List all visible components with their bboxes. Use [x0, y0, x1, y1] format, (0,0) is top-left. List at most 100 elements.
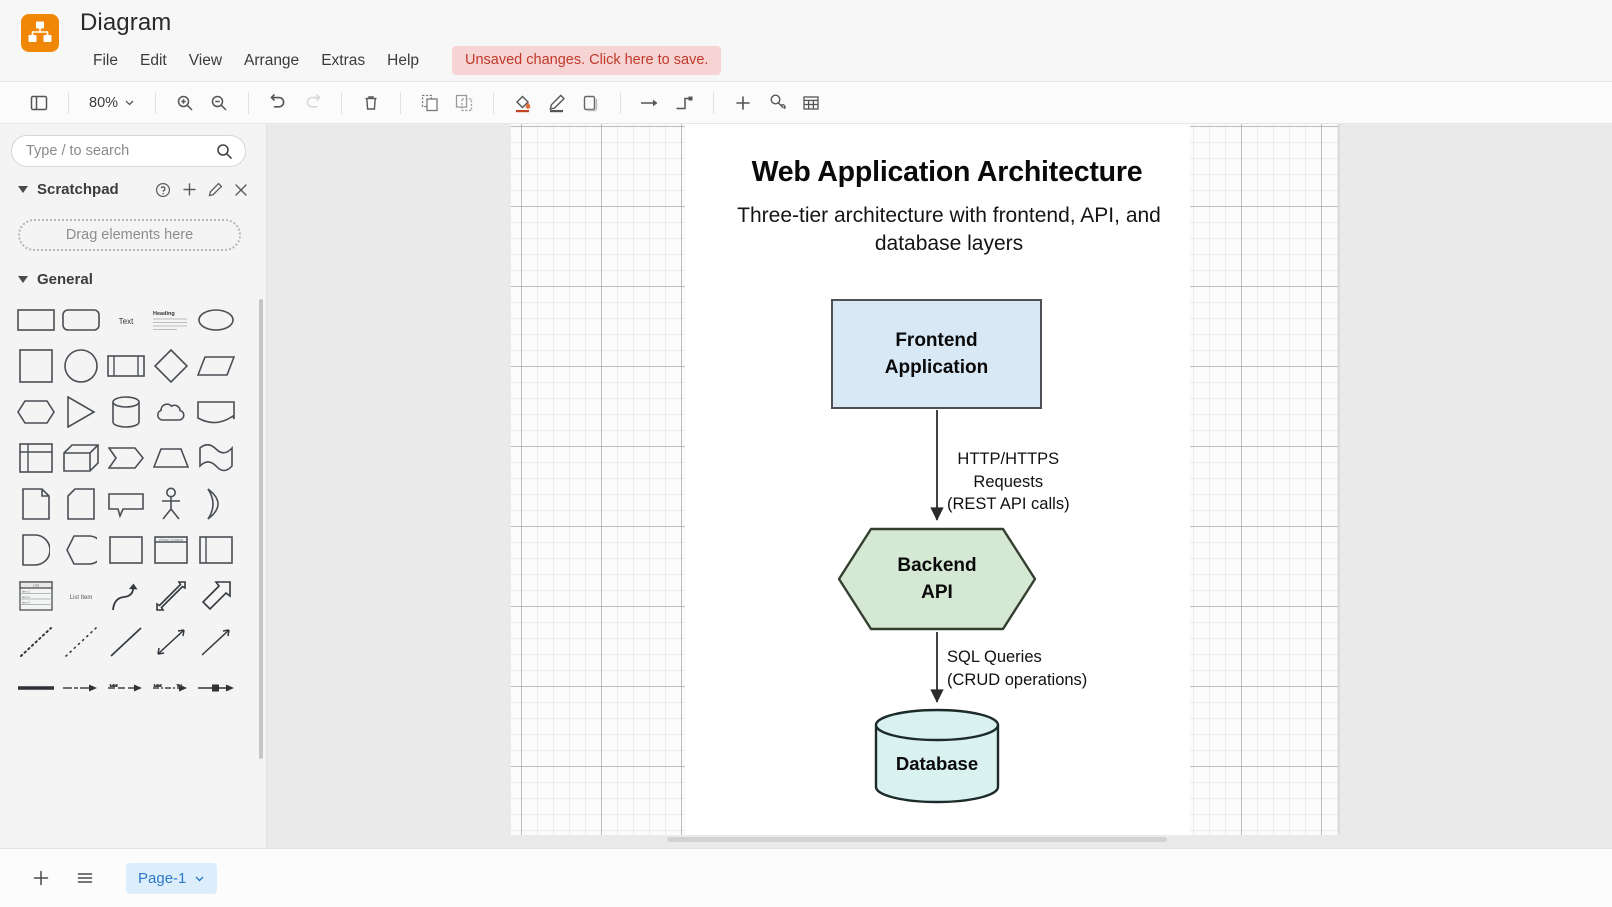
canvas-horizontal-scrollbar[interactable]	[667, 835, 1567, 844]
search-icon[interactable]	[216, 143, 233, 160]
insert-icon[interactable]	[726, 88, 760, 118]
menu-edit[interactable]: Edit	[129, 49, 178, 73]
help-icon[interactable]	[155, 182, 171, 198]
menu-file[interactable]: File	[82, 49, 129, 73]
edge-label-http-line2: Requests	[947, 471, 1070, 494]
shape-hexagon[interactable]	[14, 389, 58, 434]
table-icon[interactable]	[794, 88, 828, 118]
menu-bar: File Edit View Arrange Extras Help Unsav…	[82, 46, 721, 75]
shape-dotted-line-2[interactable]	[59, 619, 103, 664]
add-page-icon[interactable]	[26, 863, 56, 893]
node-frontend[interactable]: Frontend Application	[831, 299, 1042, 409]
insert-shape-icon[interactable]	[760, 88, 794, 118]
shape-note[interactable]	[14, 481, 58, 526]
line-color-icon[interactable]	[540, 88, 574, 118]
close-icon[interactable]	[234, 183, 248, 197]
menu-help[interactable]: Help	[376, 49, 430, 73]
shape-vertical-container[interactable]: Vertical Container	[149, 527, 193, 572]
shape-rounded-rectangle[interactable]	[59, 297, 103, 342]
shape-horizontal-container[interactable]	[194, 527, 238, 572]
unsaved-changes-banner[interactable]: Unsaved changes. Click here to save.	[452, 46, 721, 75]
shape-rectangle[interactable]	[14, 297, 58, 342]
pages-menu-icon[interactable]	[70, 863, 100, 893]
shadow-icon[interactable]	[574, 88, 608, 118]
fill-color-icon[interactable]	[506, 88, 540, 118]
shape-textbox-heading[interactable]: Heading	[149, 297, 193, 342]
shape-cloud[interactable]	[149, 389, 193, 434]
shape-parallelogram[interactable]	[194, 343, 238, 388]
shape-block-arrow[interactable]	[194, 573, 238, 618]
diagram-canvas[interactable]: Web Application Architecture Three-tier …	[267, 124, 1612, 848]
shape-actor[interactable]	[149, 481, 193, 526]
shape-document[interactable]	[194, 389, 238, 434]
undo-icon[interactable]	[261, 88, 295, 118]
shape-card[interactable]	[59, 481, 103, 526]
shape-dashed-arrow-3[interactable]: Label Tag	[149, 665, 193, 710]
svg-text:Label: Label	[110, 683, 118, 687]
shape-trapezoid[interactable]	[149, 435, 193, 480]
toolbar-divider	[341, 92, 342, 114]
edge-label-sql: SQL Queries (CRUD operations)	[947, 646, 1087, 691]
straight-connector-icon[interactable]	[633, 88, 667, 118]
scratchpad-dropzone[interactable]: Drag elements here	[18, 219, 241, 251]
zoom-out-icon[interactable]	[202, 88, 236, 118]
shape-cube[interactable]	[59, 435, 103, 480]
shape-thick-line[interactable]	[14, 665, 58, 710]
shape-internal-storage[interactable]	[14, 435, 58, 480]
panel-toggle-icon[interactable]	[22, 88, 56, 118]
chevron-down-icon[interactable]	[194, 873, 205, 884]
sidebar-scrollbar[interactable]	[259, 299, 263, 759]
menu-arrange[interactable]: Arrange	[233, 49, 310, 73]
shape-labeled-arrow[interactable]	[194, 665, 238, 710]
menu-view[interactable]: View	[178, 49, 233, 73]
shape-plain-line[interactable]	[104, 619, 148, 664]
node-backend-line2: API	[921, 579, 953, 606]
shape-or[interactable]	[194, 481, 238, 526]
plus-icon[interactable]	[182, 182, 197, 197]
shape-container[interactable]	[104, 527, 148, 572]
shape-dotted-line-1[interactable]	[14, 619, 58, 664]
shape-delay[interactable]	[14, 527, 58, 572]
node-database[interactable]: Database	[873, 708, 1001, 804]
shape-diamond[interactable]	[149, 343, 193, 388]
shape-search-box[interactable]	[11, 135, 246, 167]
edit-pencil-icon[interactable]	[208, 182, 223, 197]
toolbar-divider	[493, 92, 494, 114]
zoom-level-selector[interactable]: 80%	[81, 91, 143, 115]
scratchpad-section-header[interactable]: Scratchpad	[18, 181, 248, 198]
search-input[interactable]	[24, 142, 216, 160]
page-tab-page-1[interactable]: Page-1	[126, 863, 217, 894]
shape-directional-arrow[interactable]	[194, 619, 238, 664]
scratchpad-label: Scratchpad	[37, 181, 119, 198]
node-database-label: Database	[873, 716, 1001, 812]
shape-list[interactable]: List Item 1 Item 2 Item 3	[14, 573, 58, 618]
shape-triangle[interactable]	[59, 389, 103, 434]
scrollbar-thumb[interactable]	[667, 837, 1167, 842]
menu-extras[interactable]: Extras	[310, 49, 376, 73]
zoom-in-icon[interactable]	[168, 88, 202, 118]
delete-icon[interactable]	[354, 88, 388, 118]
shape-square[interactable]	[14, 343, 58, 388]
shape-circle[interactable]	[59, 343, 103, 388]
shape-process[interactable]	[104, 343, 148, 388]
shape-cylinder[interactable]	[104, 389, 148, 434]
shape-list-item[interactable]: List Item	[59, 573, 103, 618]
shape-callout[interactable]	[104, 481, 148, 526]
shape-bidirectional-block-arrow[interactable]	[149, 573, 193, 618]
shape-text[interactable]: Text	[104, 297, 148, 342]
svg-text:Vertical Container: Vertical Container	[158, 538, 184, 542]
redo-icon[interactable]	[295, 88, 329, 118]
sidebar-section-general[interactable]: General	[18, 271, 93, 288]
shape-dashed-arrow-1[interactable]	[59, 665, 103, 710]
shape-tape[interactable]	[194, 435, 238, 480]
shape-curve[interactable]	[104, 573, 148, 618]
orthogonal-connector-icon[interactable]	[667, 88, 701, 118]
to-front-icon[interactable]	[413, 88, 447, 118]
shape-ellipse[interactable]	[194, 297, 238, 342]
node-backend[interactable]: Backend API	[837, 527, 1037, 631]
shape-bidirectional-arrow[interactable]	[149, 619, 193, 664]
to-back-icon[interactable]	[447, 88, 481, 118]
shape-dashed-arrow-2[interactable]: Label	[104, 665, 148, 710]
shape-step[interactable]	[104, 435, 148, 480]
shape-display[interactable]	[59, 527, 103, 572]
